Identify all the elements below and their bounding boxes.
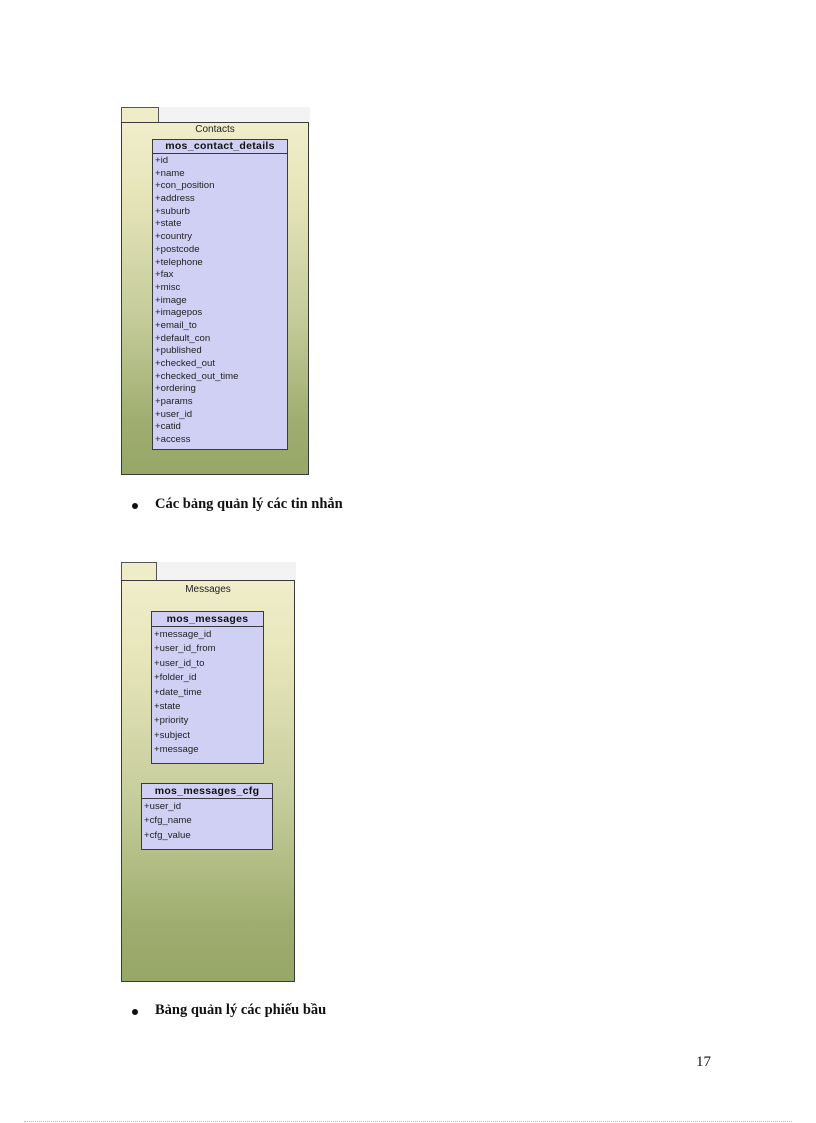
page-number: 17 [696, 1054, 711, 1070]
attribute: +imagepos [155, 307, 203, 319]
class-name: mos_contact_details [153, 140, 287, 154]
bullet-item: Các bảng quản lý các tin nhắn [132, 496, 432, 516]
attribute: +published [155, 345, 202, 357]
package-name: Messages [185, 584, 231, 595]
class-box-mos-messages: mos_messages +message_id +user_id_from +… [151, 611, 264, 764]
attribute: +telephone [155, 256, 203, 268]
attribute: +email_to [155, 319, 197, 331]
bullet-dot-icon [132, 503, 138, 509]
attribute: +state [155, 218, 182, 230]
attribute: +user_id_from [154, 643, 216, 655]
class-box-mos-contact-details: mos_contact_details +id +name +con_posit… [152, 139, 288, 450]
package-name: Contacts [195, 124, 235, 135]
attribute: +priority [154, 715, 189, 727]
attribute: +catid [155, 421, 181, 433]
class-box-mos-messages-cfg: mos_messages_cfg +user_id +cfg_name +cfg… [141, 783, 273, 850]
attribute: +image [155, 294, 187, 306]
package-body: Contacts mos_contact_details +id +name +… [121, 122, 309, 475]
bullet-dot-icon [132, 1009, 138, 1015]
tab-shadow [158, 107, 310, 122]
tab-shadow [156, 562, 296, 580]
attribute: +date_time [154, 686, 202, 698]
attribute: +name [155, 167, 185, 179]
page-boundary-line [24, 1121, 792, 1122]
attribute: +message [154, 744, 199, 756]
attribute-list: +user_id +cfg_name +cfg_value [142, 799, 272, 843]
class-name: mos_messages_cfg [142, 784, 272, 799]
attribute: +message_id [154, 629, 212, 640]
attribute: +default_con [155, 332, 211, 344]
attribute-list: +message_id +user_id_from +user_id_to +f… [152, 627, 263, 758]
class-name: mos_messages [152, 612, 263, 627]
attribute: +state [154, 700, 181, 712]
attribute: +postcode [155, 243, 200, 255]
attribute: +ordering [155, 383, 196, 395]
attribute: +subject [154, 729, 190, 741]
attribute: +address [155, 193, 195, 205]
attribute: +params [155, 396, 193, 408]
attribute: +suburb [155, 205, 190, 217]
attribute: +fax [155, 269, 174, 281]
attribute: +user_id [155, 408, 193, 420]
attribute: +cfg_value [144, 829, 191, 841]
attribute: +country [155, 231, 193, 243]
package-tab [121, 562, 157, 581]
attribute: +misc [155, 281, 181, 293]
attribute: +checked_out_time [155, 370, 239, 382]
bullet-text: Các bảng quản lý các tin nhắn [155, 496, 343, 512]
package-body: Messages mos_messages +message_id +user_… [121, 580, 295, 982]
bullet-text: Bảng quản lý các phiếu bầu [155, 1002, 327, 1018]
package-tab [121, 107, 159, 123]
messages-package-diagram: Messages mos_messages +message_id +user_… [121, 562, 297, 982]
bullet-item: Bảng quản lý các phiếu bầu [132, 1002, 432, 1022]
attribute: +user_id [144, 801, 182, 812]
attribute: +folder_id [154, 672, 197, 684]
attribute: +cfg_name [144, 815, 192, 827]
attribute: +checked_out [155, 358, 216, 369]
attribute: +id [155, 155, 169, 166]
attribute-list: +id +name +con_position +address +suburb… [153, 154, 287, 447]
attribute: +access [155, 434, 191, 446]
attribute: +user_id_to [154, 657, 205, 669]
contacts-package-diagram: Contacts mos_contact_details +id +name +… [121, 107, 311, 475]
attribute: +con_position [155, 180, 215, 192]
